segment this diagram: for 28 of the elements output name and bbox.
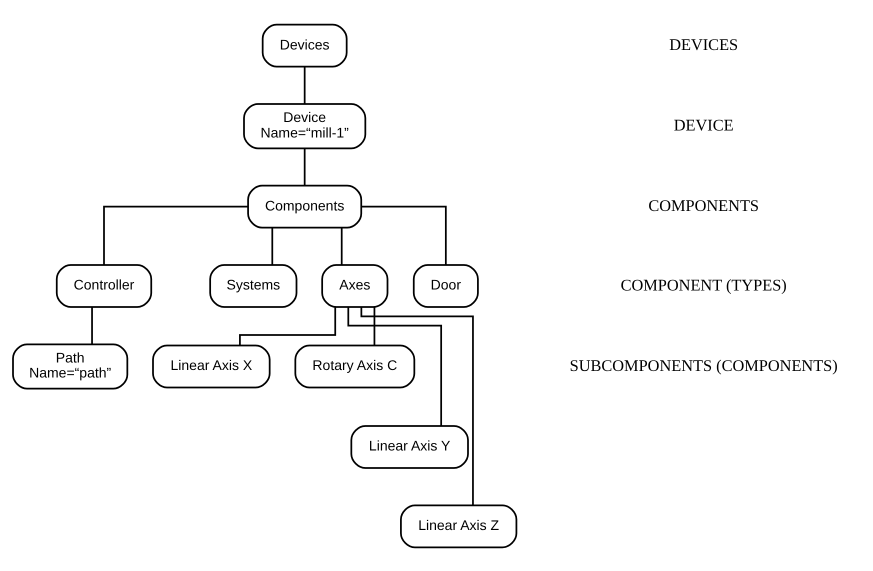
connector — [361, 205, 447, 264]
node-box: Devices — [262, 23, 348, 68]
node-box: Path Name=“path” — [12, 342, 128, 390]
node-box: Systems — [209, 264, 298, 308]
node-box: Linear Axis Z — [400, 504, 518, 548]
node-box: Device Name=“mill-1” — [243, 102, 366, 149]
connector — [304, 66, 306, 104]
connector — [340, 227, 343, 264]
label: COMPONENTS — [648, 195, 760, 214]
connector — [103, 205, 248, 264]
label: SUBCOMPONENTS (COMPONENTS) — [570, 355, 838, 374]
connector — [360, 306, 474, 505]
node-box: Axes — [321, 264, 388, 308]
node-box: Rotary Axis C — [294, 344, 416, 388]
node-box: Door — [412, 264, 479, 308]
connector — [271, 227, 274, 264]
node-box: Components — [247, 184, 362, 228]
node-box: Linear Axis X — [152, 344, 271, 388]
label: DEVICE — [674, 114, 734, 134]
connector — [304, 148, 306, 185]
connector — [91, 306, 93, 344]
connector — [374, 306, 376, 345]
node-box: Linear Axis Y — [350, 424, 469, 468]
label: DEVICES — [669, 34, 738, 54]
connector — [347, 306, 442, 426]
connector — [239, 306, 336, 345]
node-box: Controller — [56, 264, 152, 308]
label: COMPONENT (TYPES) — [620, 274, 787, 294]
